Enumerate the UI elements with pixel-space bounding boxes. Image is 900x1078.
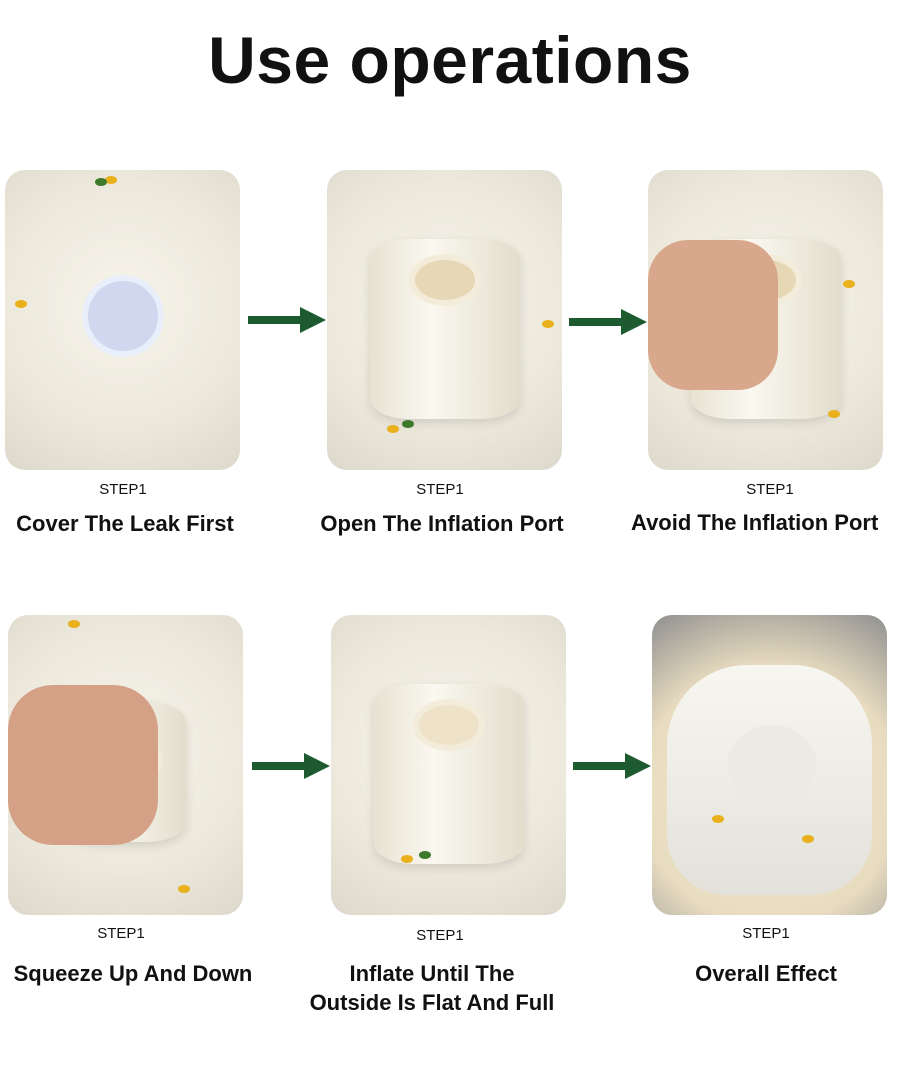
step-caption: Open The Inflation Port bbox=[320, 511, 564, 536]
step-photo-squeeze bbox=[8, 615, 243, 915]
arrow-right-icon bbox=[248, 307, 326, 333]
step-label: STEP1 bbox=[416, 481, 464, 498]
step-label: STEP1 bbox=[742, 925, 790, 942]
step-caption: Avoid The Inflation Port bbox=[631, 510, 879, 535]
step-label: STEP1 bbox=[97, 925, 145, 942]
arrow-right-icon bbox=[252, 753, 330, 779]
step-photo-overall-effect bbox=[652, 615, 887, 915]
step-photo-cover-leak bbox=[5, 170, 240, 470]
step-caption-line2: Outside Is Flat And Full bbox=[309, 990, 555, 1015]
step-label: STEP1 bbox=[99, 481, 147, 498]
step-caption: Cover The Leak First bbox=[16, 511, 234, 536]
page-title: Use operations bbox=[208, 23, 692, 97]
arrow-right-icon bbox=[573, 753, 651, 779]
step-caption-line1: Inflate Until The bbox=[349, 961, 515, 986]
arrow-right-icon bbox=[569, 309, 647, 335]
step-label: STEP1 bbox=[416, 927, 464, 944]
step-photo-inflate bbox=[331, 615, 566, 915]
step-caption: Overall Effect bbox=[695, 961, 837, 986]
step-photo-open-port bbox=[327, 170, 562, 470]
step-photo-avoid-port bbox=[648, 170, 883, 470]
step-label: STEP1 bbox=[746, 481, 794, 498]
step-caption: Squeeze Up And Down bbox=[13, 961, 253, 986]
